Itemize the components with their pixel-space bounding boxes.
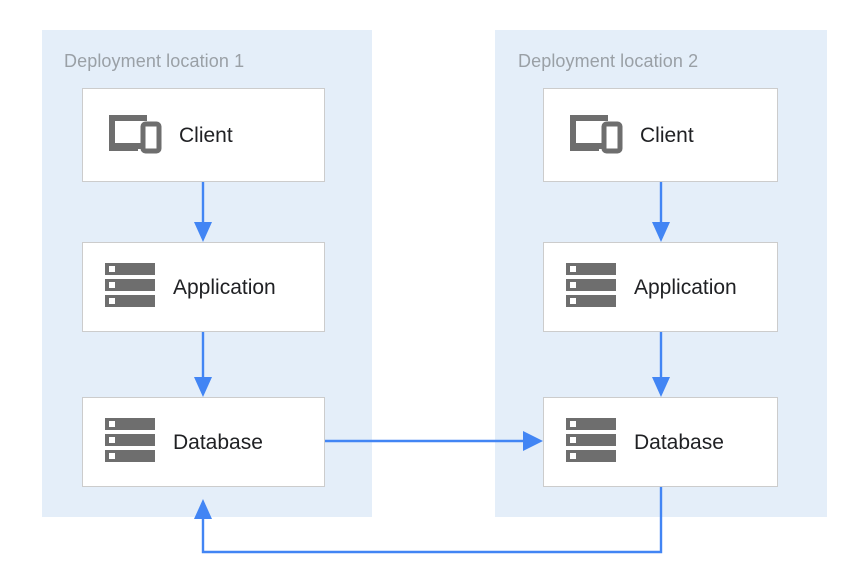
node-database-1-label: Database (173, 430, 263, 454)
node-application-1[interactable]: Application (82, 242, 325, 332)
node-database-2-label: Database (634, 430, 724, 454)
node-application-2[interactable]: Application (543, 242, 778, 332)
node-client-2[interactable]: Client (543, 88, 778, 182)
server-icon (105, 262, 157, 313)
deployment-zone-1-label: Deployment location 1 (64, 51, 245, 71)
devices-icon (566, 112, 624, 159)
node-client-1[interactable]: Client (82, 88, 325, 182)
node-client-1-label: Client (179, 123, 233, 147)
node-database-2[interactable]: Database (543, 397, 778, 487)
node-client-2-label: Client (640, 123, 694, 147)
node-application-2-label: Application (634, 275, 737, 299)
deployment-zone-2-label: Deployment location 2 (518, 51, 699, 71)
node-database-1[interactable]: Database (82, 397, 325, 487)
node-application-1-label: Application (173, 275, 276, 299)
devices-icon (105, 112, 163, 159)
server-icon (566, 417, 618, 468)
server-icon (105, 417, 157, 468)
server-icon (566, 262, 618, 313)
